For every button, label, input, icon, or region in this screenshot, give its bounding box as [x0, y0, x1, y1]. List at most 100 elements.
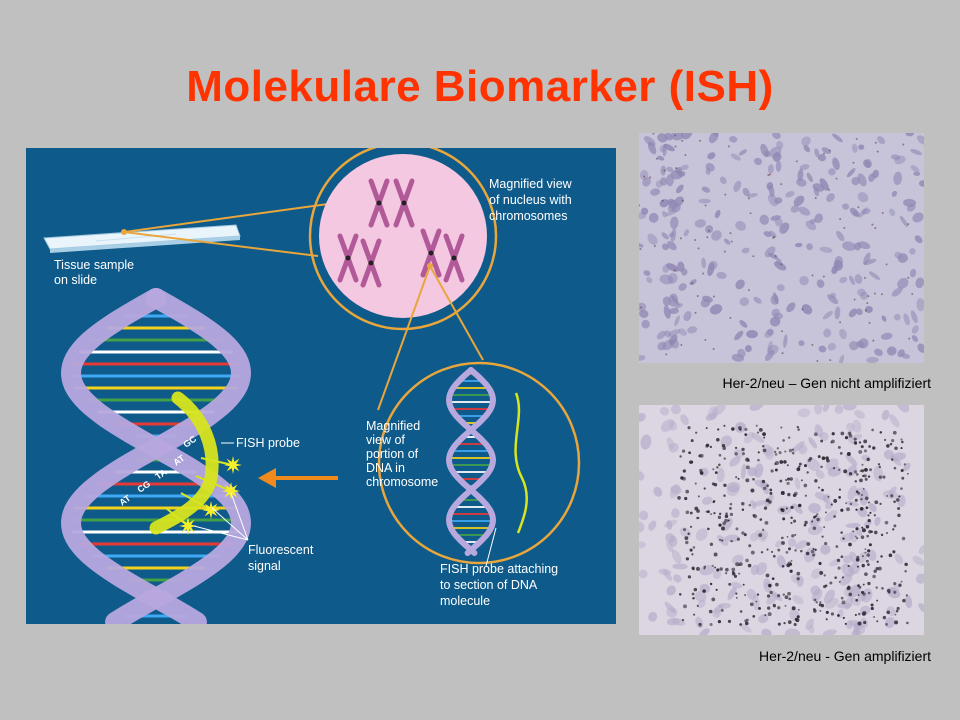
- amplified-signal-dot: [814, 548, 817, 551]
- amplified-signal-dot: [834, 576, 837, 579]
- cell-nucleus: [833, 259, 843, 271]
- amplified-signal-dot: [833, 515, 836, 518]
- amplified-signal-dot: [873, 569, 877, 573]
- cell-nucleus: [726, 481, 741, 493]
- amplified-signal-dot: [852, 530, 855, 533]
- amplified-signal-dot: [724, 572, 728, 575]
- cell-nucleus: [674, 303, 683, 309]
- cell-nucleus: [647, 233, 658, 245]
- cell-nucleus: [842, 405, 857, 411]
- cell-nucleus: [874, 348, 883, 357]
- amplified-signal-dot: [681, 618, 685, 622]
- amplified-signal-dot: [848, 434, 853, 438]
- cell-nucleus: [667, 272, 678, 284]
- cell-nucleus: [866, 356, 879, 363]
- amplified-signal-dot: [760, 551, 764, 554]
- amplified-signal-dot: [827, 495, 830, 498]
- signal-dot: [780, 330, 783, 333]
- amplified-signal-dot: [789, 477, 793, 481]
- cell-nucleus: [846, 422, 855, 433]
- amplified-signal-dot: [892, 430, 897, 435]
- cell-nucleus: [805, 618, 815, 630]
- amplified-signal-dot: [906, 472, 909, 475]
- cell-nucleus: [814, 405, 823, 415]
- amplified-signal-dot: [774, 453, 778, 456]
- amplified-signal-dot: [819, 609, 822, 612]
- cell-nucleus: [918, 603, 924, 613]
- amplified-signal-dot: [796, 425, 799, 429]
- amplified-signal-dot: [767, 612, 772, 617]
- signal-dot: [876, 150, 879, 153]
- cell-nucleus: [857, 173, 867, 187]
- amplified-signal-dot: [794, 533, 797, 536]
- cell-nucleus: [664, 330, 672, 338]
- cell-nucleus: [792, 441, 805, 453]
- amplified-signal-dot: [689, 548, 693, 552]
- amplified-signal-dot: [812, 548, 815, 550]
- amplified-signal-dot: [788, 547, 791, 551]
- amplified-signal-dot: [870, 603, 874, 607]
- cell-nucleus: [904, 595, 913, 609]
- amplified-signal-dot: [717, 620, 722, 624]
- cell-nucleus: [849, 584, 861, 598]
- cell-nucleus: [664, 133, 673, 141]
- cell-nucleus: [811, 568, 822, 579]
- amplified-signal-dot: [758, 427, 763, 432]
- cell-nucleus: [849, 275, 855, 286]
- cell-nucleus: [821, 147, 831, 154]
- cell-nucleus: [794, 540, 808, 550]
- cell-nucleus: [712, 569, 722, 580]
- amplified-signal-dot: [879, 502, 882, 506]
- signal-dot: [681, 139, 684, 142]
- cell-nucleus: [656, 330, 667, 340]
- amplified-signal-dot: [837, 614, 840, 617]
- cell-nucleus: [674, 315, 680, 327]
- amplified-signal-dot: [825, 511, 827, 514]
- signal-dot: [712, 348, 715, 351]
- amplified-signal-dot: [868, 530, 872, 534]
- amplified-signal-dot: [735, 592, 738, 595]
- cell-nucleus: [759, 530, 769, 540]
- amplified-signal-dot: [709, 445, 713, 449]
- amplified-signal-dot: [885, 531, 889, 535]
- amplified-signal-dot: [731, 427, 735, 431]
- amplified-signal-dot: [841, 600, 846, 605]
- cell-nucleus: [826, 193, 835, 203]
- cell-nucleus: [854, 274, 863, 284]
- amplified-signal-dot: [696, 566, 700, 571]
- signal-ray: [195, 475, 232, 492]
- cell-nucleus: [639, 412, 646, 422]
- cell-nucleus: [660, 165, 666, 176]
- amplified-signal-dot: [864, 572, 868, 576]
- cell-nucleus: [639, 355, 646, 361]
- amplified-signal-dot: [784, 450, 787, 453]
- cell-nucleus: [909, 248, 916, 255]
- cell-nucleus: [687, 326, 698, 334]
- signal-dot: [747, 197, 750, 200]
- amplified-signal-dot: [744, 433, 748, 437]
- cell-nucleus: [899, 215, 908, 228]
- cell-nucleus: [836, 230, 845, 242]
- amplified-signal-dot: [741, 452, 746, 456]
- small-fish-probe: [514, 392, 528, 534]
- amplified-signal-dot: [863, 474, 867, 478]
- amplified-signal-dot: [765, 573, 770, 578]
- amplified-signal-dot: [718, 463, 721, 467]
- amplified-signal-dot: [781, 565, 785, 568]
- cell-nucleus: [809, 218, 817, 224]
- cell-nucleus: [910, 165, 920, 173]
- amplified-signal-dot: [733, 574, 738, 578]
- amplified-signal-dot: [830, 612, 835, 616]
- amplified-signal-dot: [838, 468, 841, 471]
- cell-nucleus: [730, 582, 743, 589]
- micrograph-amplified: [639, 405, 924, 635]
- cell-nucleus: [801, 136, 811, 147]
- amplified-signal-dot: [757, 458, 760, 462]
- amplified-signal-dot: [891, 458, 894, 461]
- cell-nucleus: [680, 164, 689, 171]
- amplified-signal-dot: [856, 565, 860, 568]
- amplified-signal-dot: [838, 580, 841, 583]
- amplified-signal-dot: [739, 623, 743, 626]
- amplified-signal-dot: [837, 566, 841, 570]
- cell-nucleus: [785, 191, 795, 198]
